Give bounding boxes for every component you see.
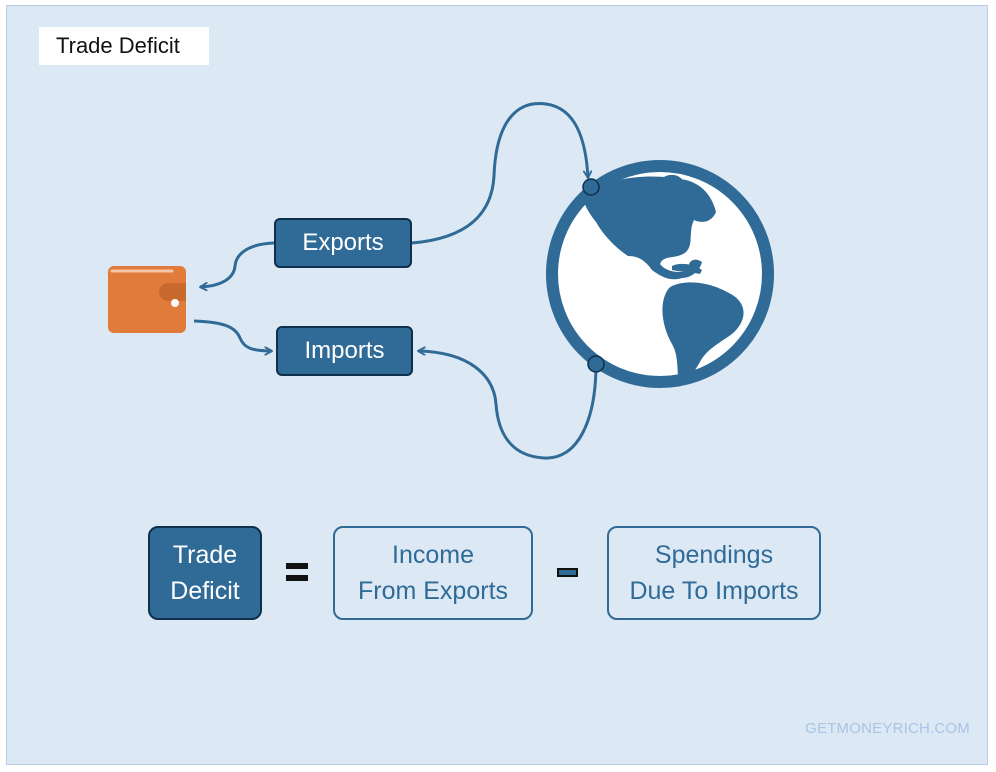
income-line-2: From Exports (357, 577, 509, 605)
exports-connector-dot (582, 178, 600, 196)
imports-connector-dot (587, 355, 605, 373)
wallet-to-imports-arrow (193, 319, 272, 351)
equation-spendings-box: Spendings Due To Imports (607, 526, 821, 620)
minus-sign (557, 568, 578, 577)
imports-label: Imports (276, 326, 413, 376)
equals-sign (286, 563, 308, 581)
spendings-line-1: Spendings (654, 541, 774, 569)
result-line-2: Deficit (170, 577, 240, 605)
result-line-1: Trade (172, 541, 238, 569)
exports-label: Exports (274, 218, 412, 268)
income-line-1: Income (392, 541, 474, 569)
globe-icon (546, 160, 774, 388)
exports-curve-arrow (411, 102, 588, 245)
exports-to-wallet-arrow (200, 241, 275, 287)
diagram-frame (6, 5, 988, 765)
diagram-title: Trade Deficit (39, 27, 209, 65)
equation-result-box: Trade Deficit (148, 526, 262, 620)
spendings-line-2: Due To Imports (629, 577, 799, 605)
equation-income-box: Income From Exports (333, 526, 533, 620)
imports-curve-arrow (418, 351, 598, 460)
watermark: GETMONEYRICH.COM (805, 720, 970, 737)
wallet-icon (108, 266, 186, 333)
